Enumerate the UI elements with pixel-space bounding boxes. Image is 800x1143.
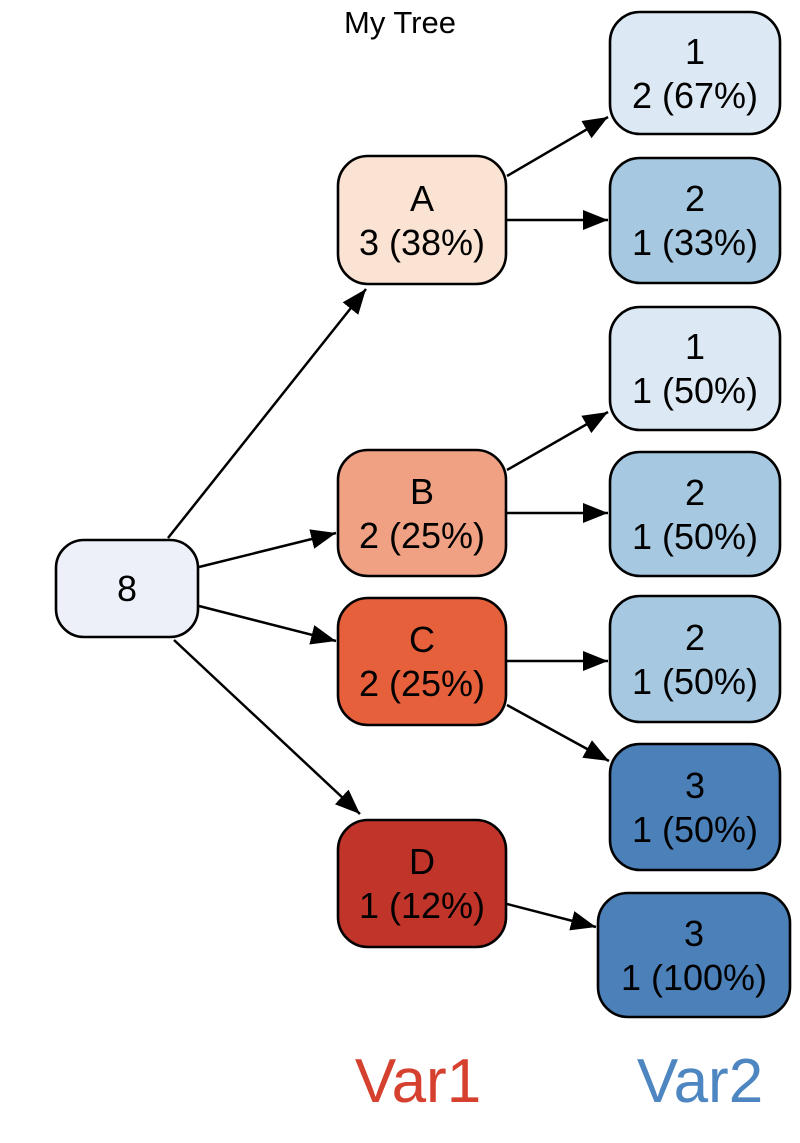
- edge-root-to-A-arrow: [167, 288, 367, 539]
- node-A-label: A: [410, 178, 434, 219]
- leaf-7: 3 1 (100%): [596, 891, 792, 1019]
- edge-C-to-leaf6-arrow: [506, 703, 610, 763]
- node-B-label: B: [410, 471, 434, 512]
- edge-B-to-leaf3-arrow: [506, 410, 609, 472]
- node-C-stat: 2 (25%): [359, 663, 485, 704]
- node-D-box: [336, 818, 508, 949]
- leaf-6: 3 1 (50%): [608, 742, 782, 872]
- node-root: 8: [54, 538, 200, 639]
- node-B: B 2 (25%): [336, 448, 508, 578]
- leaf-4: 2 1 (50%): [608, 450, 782, 578]
- leaf-6-stat: 1 (50%): [632, 809, 758, 850]
- node-D-stat: 1 (12%): [359, 885, 485, 926]
- leaf-3-stat: 1 (50%): [632, 370, 758, 411]
- leaf-5: 2 1 (50%): [608, 594, 782, 724]
- leaf-3: 1 1 (50%): [608, 305, 782, 432]
- node-A-stat: 3 (38%): [359, 222, 485, 263]
- leaf-2: 2 1 (33%): [608, 156, 782, 285]
- node-root-box: [54, 538, 200, 639]
- leaf-1-box: [608, 10, 782, 136]
- leaf-2-box: [608, 156, 782, 285]
- leaf-6-box: [608, 742, 782, 872]
- node-B-box: [336, 448, 508, 578]
- edge-root-to-C-arrow: [198, 604, 337, 645]
- leaf-5-box: [608, 594, 782, 724]
- leaf-4-box: [608, 450, 782, 578]
- node-D-label: D: [409, 841, 435, 882]
- leaf-5-stat: 1 (50%): [632, 661, 758, 702]
- axis-label-var1: Var1: [355, 1047, 481, 1116]
- node-D: D 1 (12%): [336, 818, 508, 949]
- edge-root-to-B-arrow: [198, 529, 337, 569]
- leaf-7-box: [596, 891, 792, 1019]
- leaf-6-label: 3: [685, 765, 705, 806]
- leaf-5-label: 2: [685, 617, 705, 658]
- node-B-stat: 2 (25%): [359, 515, 485, 556]
- axis-label-var2: Var2: [637, 1047, 763, 1116]
- leaf-3-label: 1: [685, 326, 705, 367]
- edge-root-to-D-arrow: [173, 639, 361, 815]
- node-A: A 3 (38%): [336, 154, 508, 286]
- edge-D-to-leaf7-arrow: [506, 902, 597, 931]
- leaf-7-label: 3: [684, 913, 704, 954]
- node-A-box: [336, 154, 508, 286]
- leaf-3-box: [608, 305, 782, 432]
- leaf-1: 1 2 (67%): [608, 10, 782, 136]
- node-C: C 2 (25%): [336, 596, 508, 727]
- leaf-7-stat: 1 (100%): [621, 957, 767, 998]
- plot-title: My Tree: [344, 5, 456, 40]
- leaf-4-label: 2: [685, 472, 705, 513]
- node-C-box: [336, 596, 508, 727]
- edge-A-to-leaf1-arrow: [506, 115, 609, 178]
- leaf-1-label: 1: [685, 31, 705, 72]
- leaf-2-stat: 1 (33%): [632, 222, 758, 263]
- leaf-4-stat: 1 (50%): [632, 516, 758, 557]
- leaf-2-label: 2: [685, 178, 705, 219]
- node-root-label: 8: [117, 568, 137, 609]
- node-C-label: C: [409, 619, 435, 660]
- leaf-1-stat: 2 (67%): [632, 75, 758, 116]
